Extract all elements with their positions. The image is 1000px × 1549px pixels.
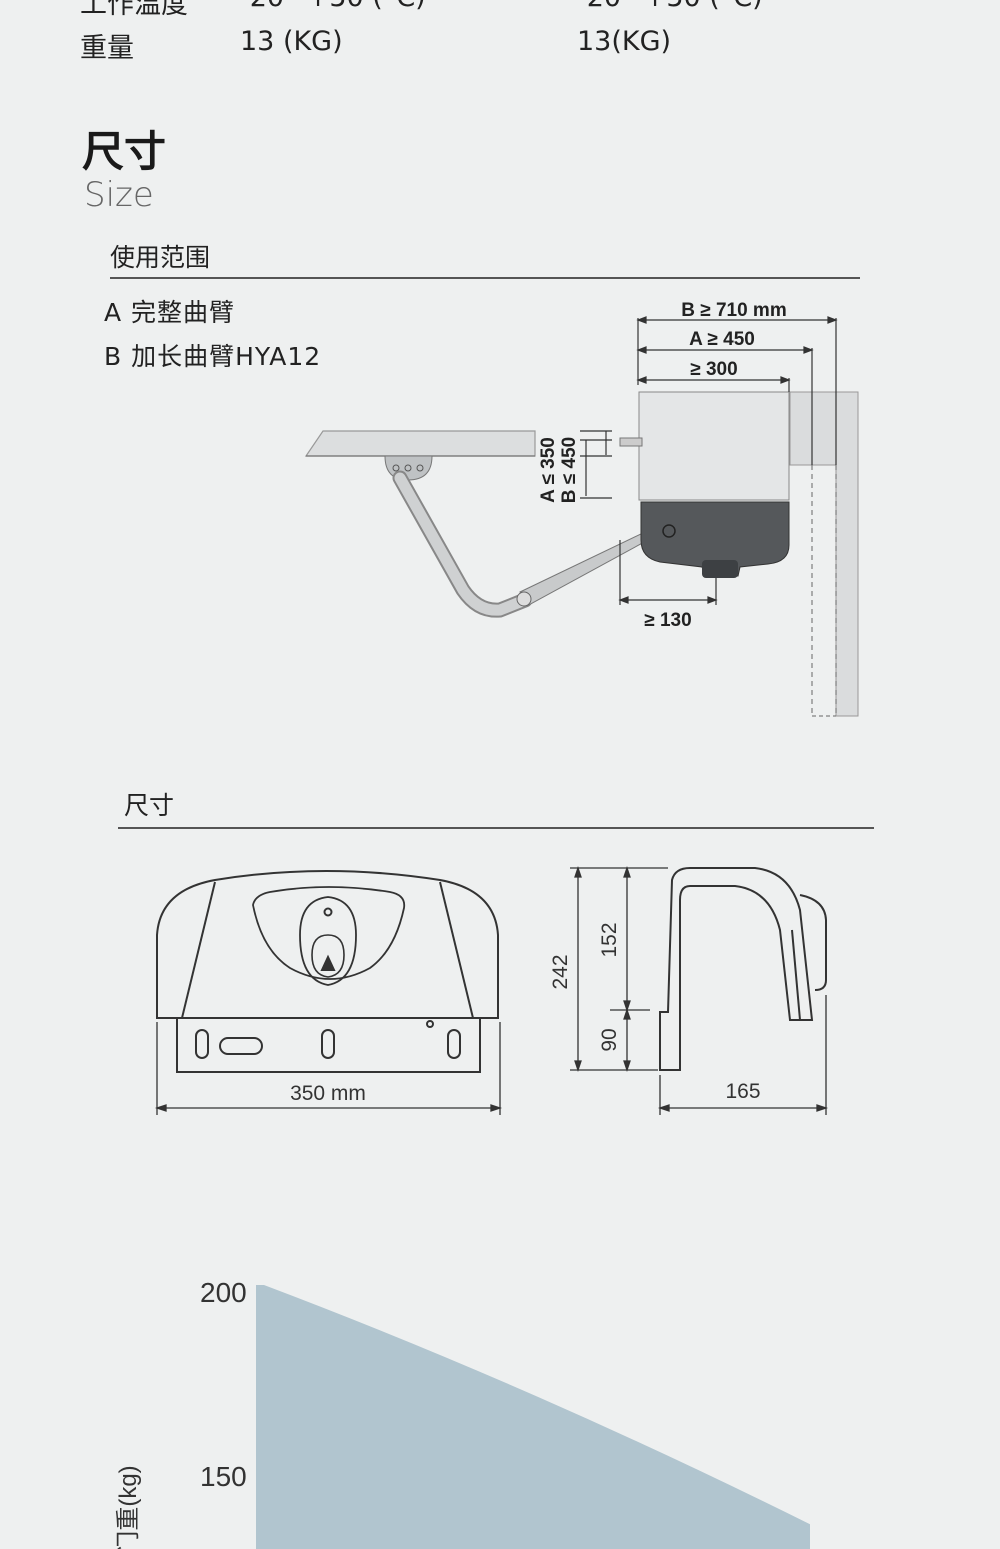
motor-body — [640, 501, 790, 577]
spec-value: 13(KG) — [577, 26, 672, 57]
load-chart: 200 150 门重(kg) — [115, 1277, 810, 1549]
side-view — [659, 867, 827, 1071]
dim-width: 350 mm — [290, 1082, 366, 1105]
spec-value: 13 (KG) — [240, 26, 343, 57]
gate-bracket — [384, 455, 433, 481]
dim-height-upper: 152 — [598, 922, 621, 957]
section-title-cn: 尺寸 — [82, 127, 167, 176]
dim-height-total: 242 — [549, 954, 572, 989]
straight-arm — [519, 531, 649, 607]
dim-depth: 165 — [725, 1080, 760, 1103]
spec-label: 重量 — [80, 33, 134, 64]
motor-mounting-plate — [638, 391, 790, 501]
dimensions-heading: 尺寸 — [124, 791, 175, 820]
spec-label: 工作温度 — [80, 0, 188, 20]
y-tick-150: 150 — [200, 1461, 247, 1492]
usage-note-b: B 加长曲臂HYA12 — [104, 342, 322, 371]
dimensions-divider — [118, 827, 874, 829]
dimension-drawing: 350 mm 242 152 90 165 — [154, 865, 829, 1115]
usage-divider — [110, 277, 860, 279]
installation-diagram: B ≥ 710 mm A ≥ 450 ≥ 300 A ≤ 350 B ≤ 450… — [304, 300, 859, 717]
dim-130: ≥ 130 — [644, 610, 691, 631]
dim-height-lower: 90 — [598, 1028, 621, 1051]
usage-heading: 使用范围 — [110, 243, 211, 272]
pillar — [789, 391, 859, 717]
chart-area-series — [256, 1285, 810, 1549]
dim-300: ≥ 300 — [690, 359, 737, 380]
dim-a-max: A ≤ 350 — [538, 437, 559, 503]
dim-b-max: B ≤ 450 — [559, 437, 580, 503]
section-title-en: Size — [84, 175, 154, 215]
dim-a-min: A ≥ 450 — [689, 329, 755, 350]
y-axis-label: 门重(kg) — [115, 1465, 142, 1549]
usage-note-a: A 完整曲臂 — [104, 298, 236, 327]
gate-leaf — [304, 430, 536, 457]
front-view — [156, 870, 499, 1073]
spec-value: -20~+50 (°C) — [577, 0, 763, 13]
dim-b-min: B ≥ 710 mm — [681, 300, 786, 321]
spec-value: -20~+50 (°C) — [240, 0, 426, 13]
y-tick-200: 200 — [200, 1277, 247, 1308]
